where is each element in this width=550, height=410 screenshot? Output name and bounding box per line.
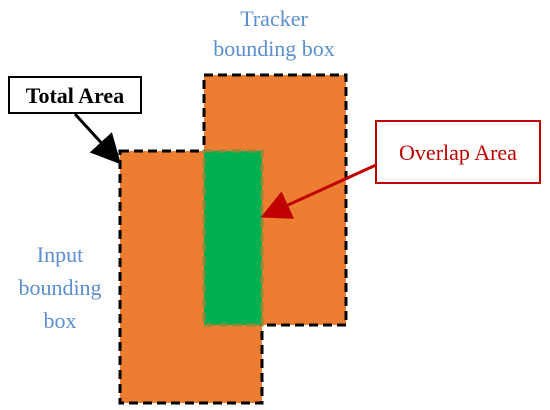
overlap-region [202,149,264,327]
input-label-line2: bounding [18,275,101,300]
overlap-area-box [375,120,541,184]
total-area-callout: Total Area [8,76,142,165]
total-area-arrow [73,112,122,165]
input-label-line1: Input [37,242,83,267]
overlap-area-label: Overlap Area [399,140,517,165]
total-area-box [8,76,142,114]
overlap-area-callout: Overlap Area [260,120,541,219]
tracker-label-line2: bounding box [213,36,335,61]
overlap-area-arrow [260,163,377,219]
total-area-label: Total Area [26,83,124,108]
input-label-line3: box [44,308,77,333]
tracker-label-line1: Tracker [240,6,308,31]
